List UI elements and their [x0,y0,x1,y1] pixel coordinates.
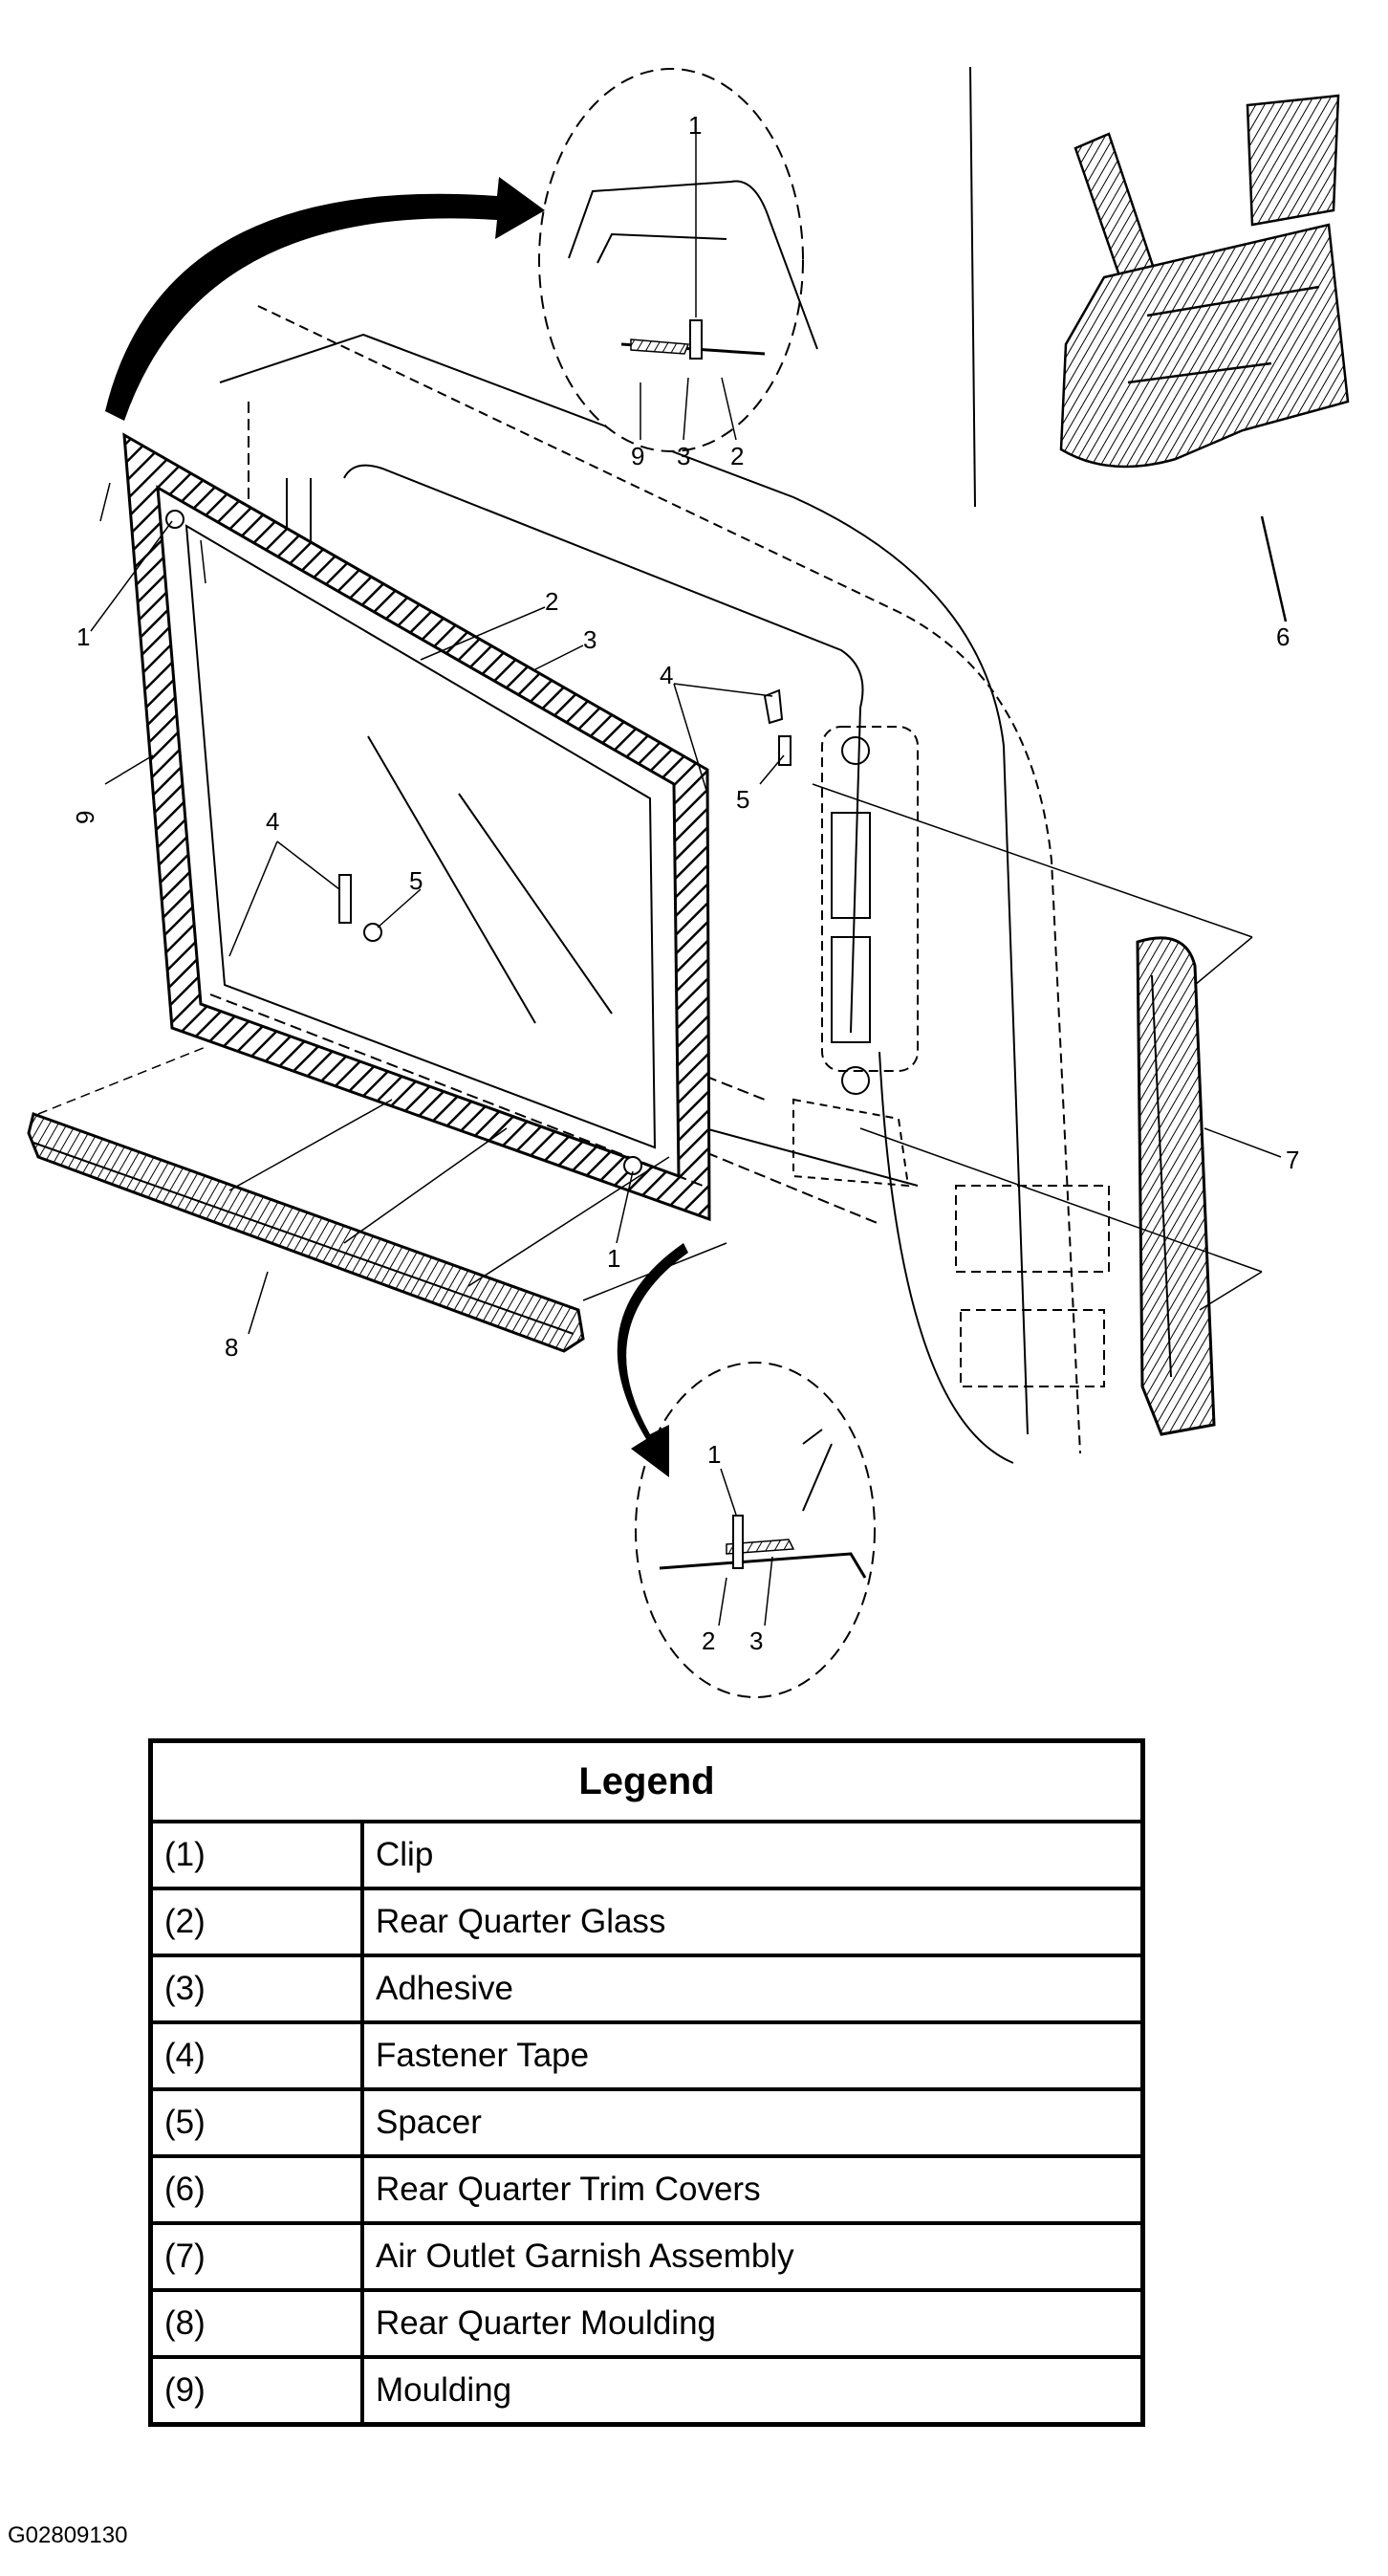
legend-label: Adhesive [360,1954,1145,2024]
callout-1: 1 [76,622,90,651]
legend-row: (3) Adhesive [148,1954,1145,2024]
callout-7: 7 [1286,1146,1299,1174]
callout-8: 8 [225,1333,238,1362]
legend-label: Clip [360,1820,1145,1890]
figure-id: G02809130 [8,2522,128,2548]
callout-9: 9 [631,442,644,470]
legend-label: Rear Quarter Trim Covers [360,2154,1145,2225]
legend-row: (2) Rear Quarter Glass [148,1887,1145,1957]
legend-number: (3) [148,1954,364,2024]
exploded-parts-diagram: 1 9 3 2 1 2 3 4 5 9 4 5 1 8 6 7 1 2 3 [27,66,1350,1698]
callout-1: 1 [688,111,702,140]
legend-row: (1) Clip [148,1820,1145,1890]
rear-quarter-moulding [27,1046,727,1353]
callout-6: 6 [1276,622,1290,651]
callout-2: 2 [730,442,744,470]
legend-row: (8) Rear Quarter Moulding [148,2288,1145,2359]
callout-2: 2 [545,587,558,616]
legend-number: (9) [148,2355,364,2427]
callout-3: 3 [677,442,690,470]
legend-label: Air Outlet Garnish Assembly [360,2221,1145,2292]
legend-row: (4) Fastener Tape [148,2020,1145,2091]
legend-title: Legend [148,1738,1145,1823]
callout-2: 2 [702,1626,715,1655]
callout-labels: 1 9 3 2 1 2 3 4 5 9 4 5 1 8 6 7 1 2 3 [71,111,1299,1655]
detail-bottom [635,1362,876,1698]
legend-label: Rear Quarter Moulding [360,2288,1145,2359]
legend-label: Fastener Tape [360,2020,1145,2091]
detail-arrows [105,177,688,1477]
legend-label: Moulding [360,2355,1145,2427]
legend-row: (5) Spacer [148,2087,1145,2158]
legend-number: (4) [148,2020,364,2091]
legend-number: (2) [148,1887,364,1957]
callout-1: 1 [607,1244,620,1273]
legend-table: Legend (1) Clip (2) Rear Quarter Glass (… [148,1738,1145,2427]
legend-number: (7) [148,2221,364,2292]
legend-number: (5) [148,2087,364,2158]
legend-label: Spacer [360,2087,1145,2158]
callout-1: 1 [707,1440,721,1469]
callout-4: 4 [266,807,279,836]
curved-arrow-icon [105,177,545,421]
detail-top [538,68,818,452]
legend-number: (1) [148,1820,364,1890]
callout-4: 4 [660,661,673,689]
rear-quarter-trim-covers [969,66,1350,622]
leader-lines [90,482,1282,1335]
legend-number: (8) [148,2288,364,2359]
rear-quarter-glass-assembly [122,432,792,1222]
legend-label: Rear Quarter Glass [360,1887,1145,1957]
legend-row: (9) Moulding [148,2355,1145,2427]
callout-5: 5 [736,785,749,814]
air-outlet-garnish-assembly [812,783,1263,1436]
callout-9: 9 [71,811,99,824]
legend-row: (7) Air Outlet Garnish Assembly [148,2221,1145,2292]
legend-number: (6) [148,2154,364,2225]
curved-arrow-icon [617,1243,688,1477]
callout-5: 5 [409,866,423,895]
legend-row: (6) Rear Quarter Trim Covers [148,2154,1145,2225]
callout-3: 3 [583,625,596,654]
callout-3: 3 [749,1626,763,1655]
